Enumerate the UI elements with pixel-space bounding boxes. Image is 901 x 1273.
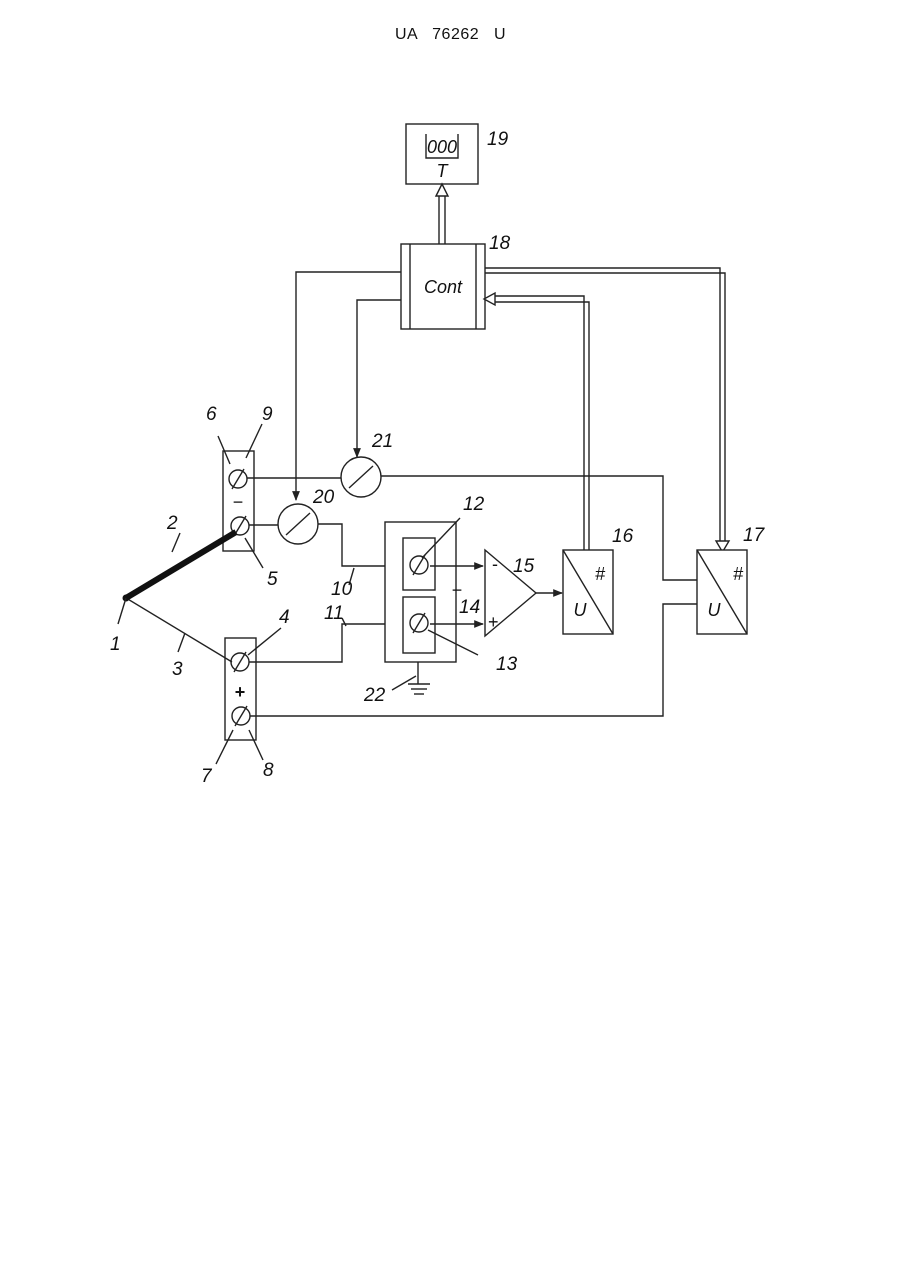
adc17-in-label: U	[708, 600, 722, 620]
adc-17: # U	[697, 550, 747, 634]
adc17-out-label: #	[733, 564, 744, 584]
label-15: 15	[513, 556, 535, 577]
display-block: 000 T	[406, 124, 478, 184]
adc16-in-label: U	[574, 600, 588, 620]
terminal-block-negative: −	[218, 424, 263, 568]
label-16: 16	[612, 526, 634, 547]
label-21: 21	[371, 431, 393, 452]
label-5: 5	[267, 569, 278, 590]
wire-t4-ref13	[249, 624, 408, 662]
label-11: 11	[324, 603, 344, 624]
amp-plus: +	[488, 612, 499, 632]
bus-adc16-controller	[484, 293, 589, 550]
wire-t8-adc17	[250, 604, 697, 716]
label-22: 22	[363, 685, 386, 706]
label-18: 18	[489, 233, 511, 254]
label-20: 20	[312, 487, 335, 508]
label-4: 4	[279, 607, 290, 628]
label-12: 12	[463, 494, 485, 515]
electrode-2	[126, 532, 236, 598]
terminal-plus: +	[235, 682, 246, 702]
label-7: 7	[201, 766, 213, 787]
terminal-block-positive: +	[216, 628, 281, 764]
bus-controller-display	[436, 184, 448, 244]
adc16-out-label: #	[595, 564, 606, 584]
switch-21	[341, 457, 381, 497]
amp-minus: -	[492, 554, 498, 574]
label-17: 17	[743, 525, 766, 546]
controller-label: Cont	[424, 277, 463, 297]
label-1: 1	[110, 634, 121, 655]
label-6: 6	[206, 404, 217, 425]
display-readout: 000	[427, 137, 457, 157]
switch-20	[278, 504, 318, 544]
label-10: 10	[331, 579, 353, 600]
label-8: 8	[263, 760, 274, 781]
label-9: 9	[262, 404, 273, 425]
terminal-minus: −	[233, 492, 244, 512]
label-14: 14	[459, 597, 480, 618]
adc-16: # U	[563, 550, 613, 634]
label-3: 3	[172, 659, 183, 680]
electrode-3	[126, 598, 232, 662]
controller-block: Cont	[401, 244, 485, 329]
label-2: 2	[166, 513, 178, 534]
label-19: 19	[487, 129, 509, 150]
label-13: 13	[496, 654, 518, 675]
bus-controller-adc17	[485, 268, 729, 552]
